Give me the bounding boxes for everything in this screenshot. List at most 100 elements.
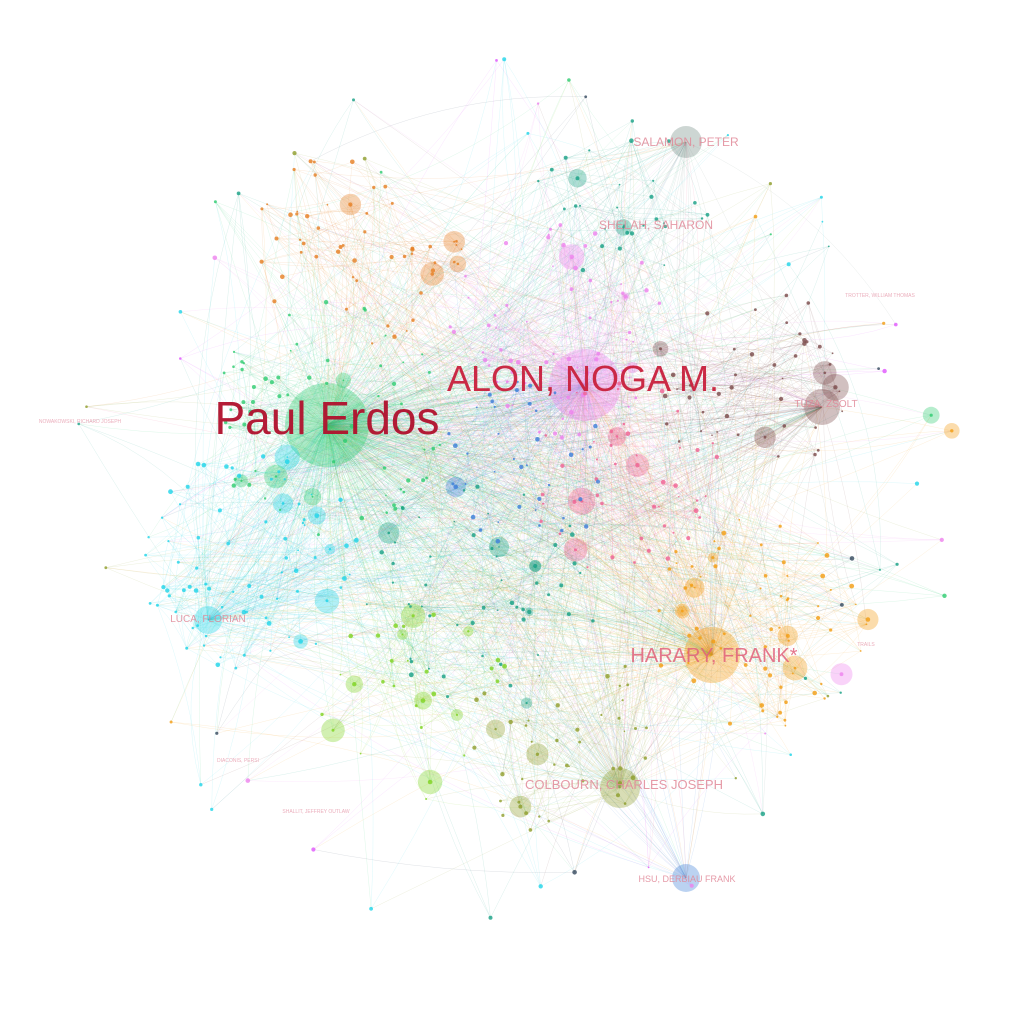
edge xyxy=(207,619,578,730)
node xyxy=(427,370,431,374)
edge xyxy=(343,380,787,703)
edge xyxy=(326,424,556,546)
edge xyxy=(577,367,713,656)
edge xyxy=(711,456,779,656)
edge xyxy=(392,579,593,622)
labels-layer: Paul Erdos ALON, NOGA M. HARARY, FRANK* … xyxy=(39,135,916,884)
edge xyxy=(346,231,365,310)
edge xyxy=(524,383,561,399)
edge xyxy=(175,133,529,612)
edge xyxy=(537,439,599,482)
edge xyxy=(473,384,586,536)
edge xyxy=(332,333,800,731)
edge xyxy=(565,140,669,158)
edge xyxy=(243,362,328,426)
node xyxy=(302,518,306,522)
node xyxy=(586,566,589,569)
edge xyxy=(468,302,809,632)
edge xyxy=(656,212,708,220)
edge xyxy=(189,586,621,789)
node xyxy=(317,533,320,537)
edge xyxy=(243,541,498,613)
edge xyxy=(338,251,414,321)
node xyxy=(600,713,603,717)
edge xyxy=(492,381,523,780)
edge xyxy=(296,233,633,345)
edge xyxy=(326,407,477,429)
edge xyxy=(402,397,569,509)
edge xyxy=(682,141,778,717)
edge xyxy=(584,384,629,408)
edge xyxy=(472,534,573,624)
edge xyxy=(266,204,713,656)
edge xyxy=(326,424,636,729)
edge xyxy=(587,296,626,373)
edge xyxy=(280,508,396,520)
edge xyxy=(187,141,687,487)
edge xyxy=(685,587,721,649)
edge xyxy=(714,541,733,724)
edge xyxy=(476,675,540,700)
edge xyxy=(663,482,698,501)
edge xyxy=(281,572,713,656)
edge xyxy=(207,613,403,635)
node xyxy=(652,504,657,509)
edge xyxy=(475,349,502,372)
edge xyxy=(556,740,687,879)
node xyxy=(569,409,574,415)
edge xyxy=(657,226,713,656)
edge xyxy=(707,313,779,457)
edge xyxy=(294,152,766,576)
edge xyxy=(318,227,341,248)
edge xyxy=(326,424,539,656)
node xyxy=(288,212,293,217)
edge xyxy=(615,538,642,789)
edge xyxy=(326,305,508,426)
edge xyxy=(356,234,771,297)
edge xyxy=(326,361,404,426)
node xyxy=(359,515,365,521)
edge xyxy=(676,340,805,390)
node xyxy=(328,548,332,551)
edge xyxy=(611,410,678,432)
label-trails: TRAILS xyxy=(857,642,875,648)
edge xyxy=(393,384,586,687)
edge xyxy=(476,406,823,422)
edge xyxy=(694,587,787,703)
edge xyxy=(326,424,517,608)
node xyxy=(493,405,496,408)
node xyxy=(640,260,644,265)
edge xyxy=(255,424,328,472)
edge xyxy=(510,685,763,815)
edge xyxy=(522,770,634,780)
edge xyxy=(326,424,746,666)
edge xyxy=(501,580,713,656)
edge xyxy=(247,702,527,781)
node xyxy=(623,664,627,668)
node xyxy=(462,489,466,492)
edge xyxy=(631,233,823,408)
edge xyxy=(576,392,678,412)
edge xyxy=(497,384,586,682)
edge xyxy=(282,424,328,504)
node xyxy=(621,369,625,373)
edge xyxy=(326,224,561,426)
edge xyxy=(804,343,828,556)
edge xyxy=(326,424,842,606)
edge xyxy=(551,169,565,210)
edge xyxy=(530,385,599,482)
edge xyxy=(263,456,279,599)
edge xyxy=(584,216,756,386)
edge xyxy=(326,380,344,426)
edge xyxy=(476,699,496,730)
edge xyxy=(590,280,633,368)
edge xyxy=(523,609,793,675)
edge xyxy=(553,353,638,466)
edge xyxy=(623,141,687,228)
edge xyxy=(277,578,345,599)
edge xyxy=(255,410,409,422)
edge xyxy=(579,384,586,435)
edge xyxy=(546,362,629,407)
edge xyxy=(611,431,638,466)
edge xyxy=(496,327,630,378)
